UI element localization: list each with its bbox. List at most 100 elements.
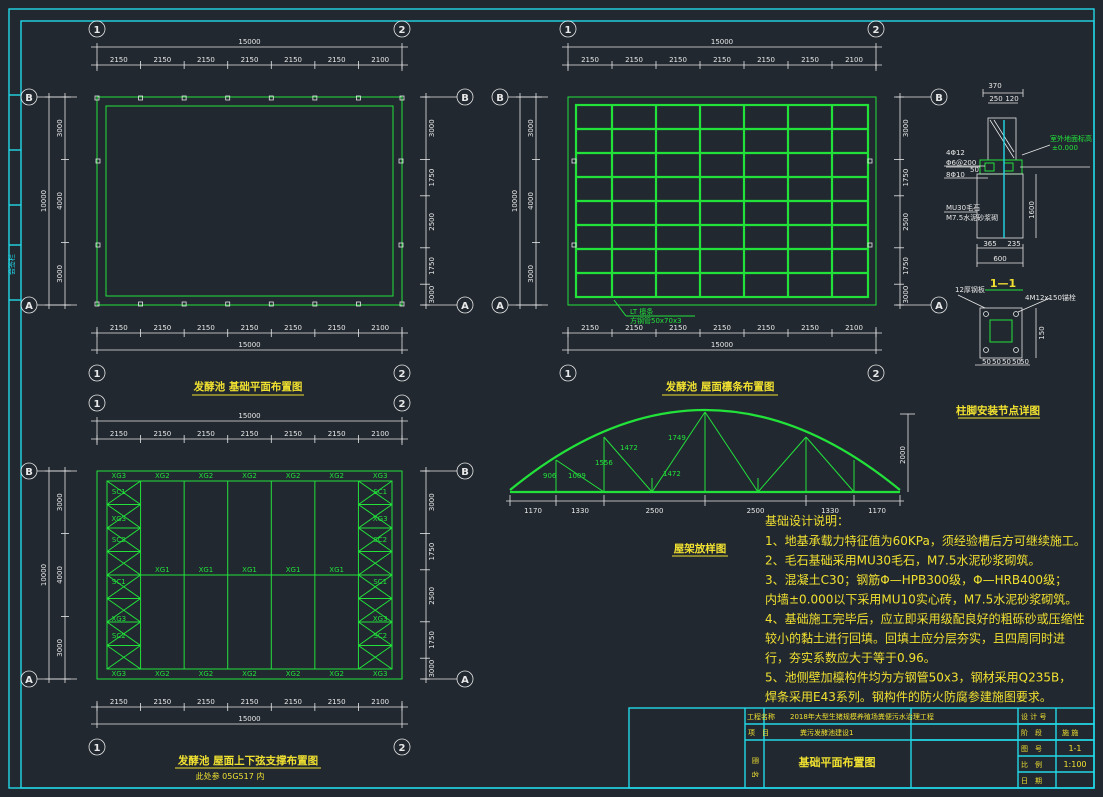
dim-bay-bottom: 2150 — [669, 324, 687, 332]
dim-bay-top: 2150 — [713, 56, 731, 64]
dim-bay-top: 2150 — [110, 56, 128, 64]
axis-bubble — [88, 738, 106, 756]
dim-bay-bottom: 2150 — [197, 698, 215, 706]
axis-bubble — [393, 364, 411, 382]
dim-left: 4000 — [527, 192, 535, 210]
column-mark — [356, 95, 361, 101]
dim-left: 3000 — [527, 119, 535, 137]
plan1-title: 发酵池 基础平面布置图 — [193, 380, 303, 393]
dim-right: 2500 — [428, 587, 436, 605]
sc-label: SC1 — [373, 488, 387, 496]
dim-bay-bottom: 2150 — [801, 324, 819, 332]
dim-bay-top: 2150 — [581, 56, 599, 64]
dim-bay-bottom: 2150 — [153, 324, 171, 332]
xg-label-bottom: XG2 — [329, 670, 344, 678]
dim-right: 1750 — [428, 169, 436, 187]
dim-bay-top: 2150 — [284, 56, 302, 64]
axis-label: A — [496, 301, 504, 312]
axis-bubble — [867, 364, 885, 382]
detail-title: 柱脚安装节点详图 — [956, 404, 1040, 417]
axis-label: A — [935, 301, 943, 312]
dim-bay-bottom: 2100 — [371, 698, 389, 706]
design-notes: 基础设计说明： 1、地基承载力特征值为60KPa，须经验槽后方可继续施工。2、毛… — [765, 513, 1086, 704]
brace — [106, 504, 141, 529]
sc-label: SC1 — [112, 488, 126, 496]
plan3-subtitle: 此处参 05G517 内 — [196, 771, 265, 781]
xg3-label: XG3 — [373, 615, 388, 623]
detail-b50-2: 50 — [992, 358, 1001, 366]
brace — [358, 527, 393, 552]
axis-bubble — [867, 20, 885, 38]
detail-370: 370 — [988, 82, 1001, 90]
dim-bay-top: 2100 — [845, 56, 863, 64]
axis-label: 1 — [94, 399, 101, 410]
dim-bay-bottom: 2150 — [328, 698, 346, 706]
column-mark — [312, 95, 318, 101]
xg-label-bottom: XG2 — [199, 670, 214, 678]
tb-drawing-label: 图 名 — [751, 757, 760, 778]
tb-item: 粪污发酵池建设1 — [800, 728, 853, 737]
dim-bay-bottom: 2150 — [284, 324, 302, 332]
xg-label-bottom: XG3 — [373, 670, 388, 678]
detail-b50-4: 50 — [1012, 358, 1021, 366]
notes-title: 基础设计说明： — [765, 513, 849, 528]
dim-bay-top: 2150 — [757, 56, 775, 64]
dim-right: 2500 — [428, 213, 436, 231]
brace — [106, 527, 141, 552]
axis-label: 1 — [565, 25, 572, 36]
xg3-label: XG3 — [111, 515, 126, 523]
tb-stage-label: 阶 段 — [1021, 728, 1042, 737]
dim-left-total: 10000 — [40, 564, 48, 586]
tb-project: 2018年大型生猪规模养殖场粪便污水治理工程 — [790, 712, 934, 721]
truss-span: 1330 — [821, 507, 839, 515]
dim-bay-top: 2150 — [669, 56, 687, 64]
dim-bay-bottom: 2100 — [371, 324, 389, 332]
brace — [106, 480, 141, 505]
sc-label: SC2 — [112, 536, 126, 544]
axis-label: 2 — [399, 743, 406, 754]
detail-600: 600 — [993, 255, 1006, 263]
column-mark — [138, 95, 143, 101]
tb-sheet-label: 图 号 — [1021, 745, 1042, 753]
tb-design-no: 设 计 号 — [1021, 712, 1046, 721]
dim-total-bottom: 15000 — [238, 715, 260, 723]
dim-bay-top: 2150 — [197, 430, 215, 438]
xg-label-bottom: XG2 — [286, 670, 301, 678]
dim-left: 3000 — [56, 265, 64, 283]
tb-item-label: 项 目 — [748, 729, 769, 737]
sc-label: SC2 — [112, 632, 126, 640]
axis-label: 1 — [94, 25, 101, 36]
dim-bay-top: 2150 — [110, 430, 128, 438]
column-mark — [138, 301, 143, 307]
truss-member-3: 1556 — [595, 459, 613, 467]
detail-235: 235 — [1007, 240, 1020, 248]
truss-member-1: 906 — [543, 472, 557, 480]
brace — [358, 574, 393, 599]
detail-section: 1—1 — [990, 277, 1016, 290]
column-mark — [399, 95, 405, 101]
plan2-title: 发酵池 屋面檩条布置图 — [665, 380, 775, 393]
dim-left: 4000 — [56, 192, 64, 210]
axis-label: 1 — [565, 369, 572, 380]
axis-label: B — [935, 93, 943, 104]
plan3-title: 发酵池 屋面上下弦支撑布置图 — [177, 754, 318, 767]
title-block — [628, 707, 1095, 789]
truss-member-6: 1472 — [663, 470, 681, 478]
dim-left: 3000 — [56, 119, 64, 137]
detail-365: 365 — [983, 240, 996, 248]
xg-label-top: XG2 — [329, 472, 344, 480]
axis-bubble — [88, 364, 106, 382]
plan-outline — [567, 96, 877, 306]
xg-label-bottom: XG3 — [111, 670, 126, 678]
column-mark — [225, 301, 231, 307]
note-line: 较小的黏土进行回填。回填土应分层夯实，且四周同时进 — [765, 631, 1065, 646]
detail-b50-1: 50 — [982, 358, 991, 366]
dim-bay-top: 2150 — [284, 430, 302, 438]
axis-label: B — [25, 93, 33, 104]
dim-right: 3000 — [428, 119, 436, 137]
axis-label: A — [25, 675, 33, 686]
detail-250: 250 — [989, 95, 1002, 103]
dim-bay-bottom: 2150 — [241, 324, 259, 332]
dim-right: 1750 — [902, 257, 910, 275]
dim-bay-top: 2150 — [801, 56, 819, 64]
